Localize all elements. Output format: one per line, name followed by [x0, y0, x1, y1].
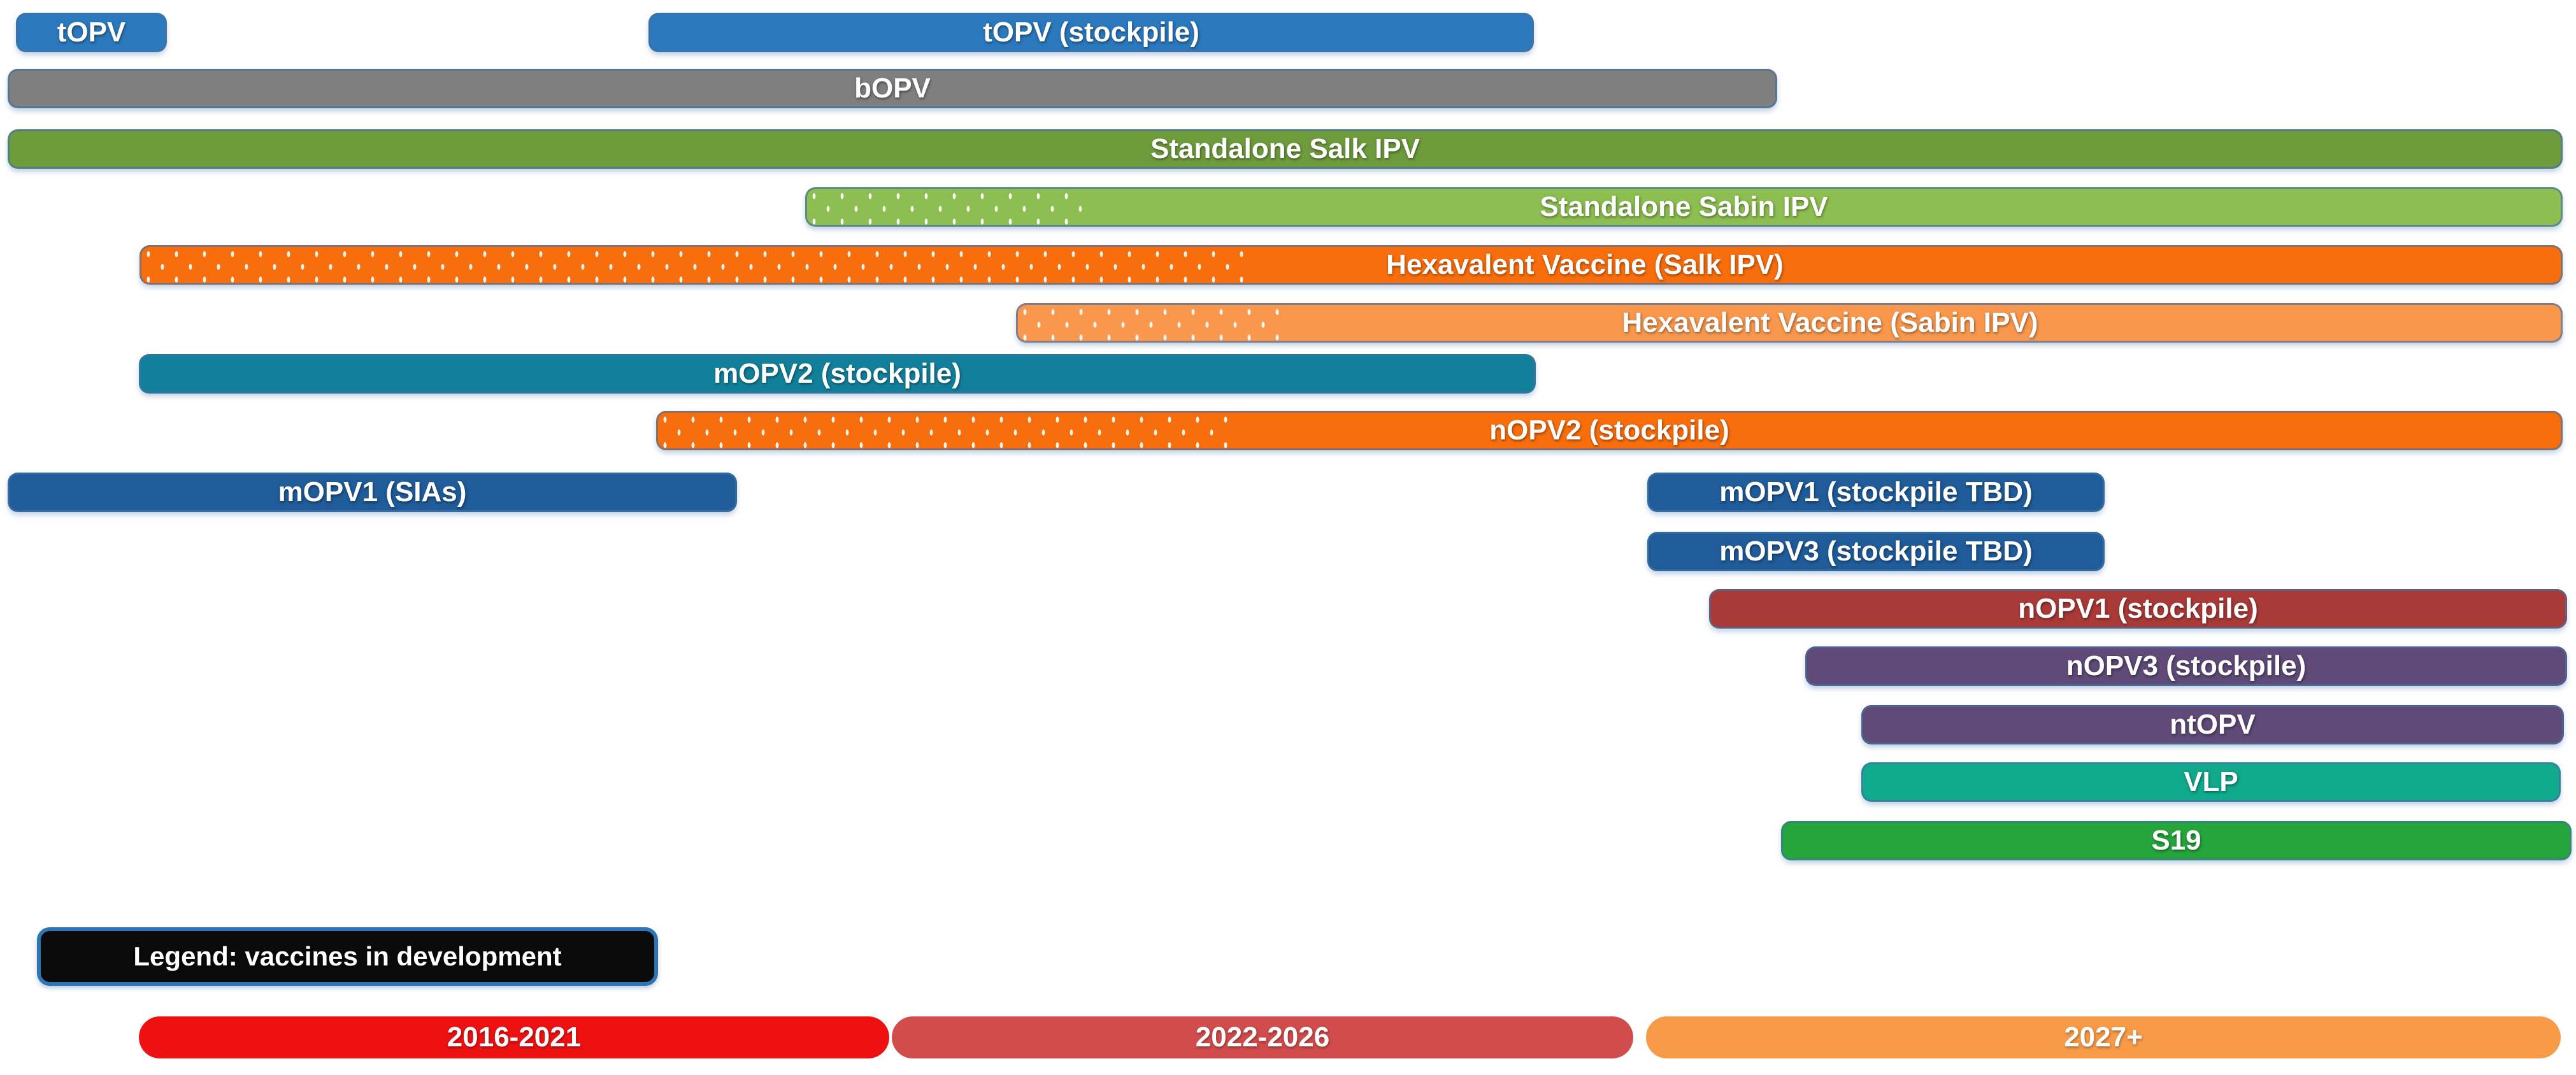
axis-period-label: 2022-2026 — [1195, 1022, 1330, 1053]
bar-label: mOPV2 (stockpile) — [713, 358, 961, 389]
timeline-bar-ntopv: ntOPV — [1861, 705, 2564, 744]
bar-label: nOPV2 (stockpile) — [1489, 415, 1729, 446]
timeline-bar-topv: tOPV — [16, 13, 167, 52]
timeline-bar-mopv1-stockpile: mOPV1 (stockpile TBD) — [1647, 473, 2105, 512]
timeline-bar-sabin-ipv: Standalone Sabin IPV — [805, 187, 2563, 227]
bar-label: Hexavalent Vaccine (Salk IPV) — [1386, 249, 1784, 280]
timeline-bar-hexavalent-sabin: Hexavalent Vaccine (Sabin IPV) — [1016, 303, 2563, 343]
timeline-bar-mopv1-sias: mOPV1 (SIAs) — [8, 473, 737, 512]
bar-label: tOPV (stockpile) — [983, 17, 1199, 48]
axis-period-2027-plus: 2027+ — [1646, 1016, 2561, 1058]
timeline-bar-nopv1-stockpile: nOPV1 (stockpile) — [1709, 589, 2567, 629]
bar-label: Standalone Salk IPV — [1150, 133, 1420, 164]
bar-label: mOPV1 (SIAs) — [278, 476, 467, 508]
bar-label: bOPV — [854, 73, 931, 104]
timeline-bar-s19: S19 — [1781, 821, 2572, 860]
bar-label: mOPV3 (stockpile TBD) — [1719, 536, 2033, 567]
bar-label: Standalone Sabin IPV — [1540, 191, 1828, 222]
timeline-bar-bopv: bOPV — [8, 69, 1777, 108]
axis-period-2022-2026: 2022-2026 — [892, 1016, 1633, 1058]
in-development-segment — [807, 189, 1089, 225]
axis-period-label: 2027+ — [2064, 1022, 2143, 1053]
timeline-bar-nopv3-stockpile: nOPV3 (stockpile) — [1805, 646, 2567, 686]
bar-label: mOPV1 (stockpile TBD) — [1719, 476, 2033, 508]
timeline-bar-mopv2-stockpile: mOPV2 (stockpile) — [139, 354, 1536, 394]
axis-period-label: 2016-2021 — [447, 1022, 582, 1053]
legend-box: Legend: vaccines in development — [37, 927, 658, 986]
in-development-segment — [1018, 305, 1286, 341]
timeline-bar-mopv3-stockpile: mOPV3 (stockpile TBD) — [1647, 532, 2105, 571]
timeline-bar-salk-ipv: Standalone Salk IPV — [8, 129, 2563, 169]
timeline-bar-hexavalent-salk: Hexavalent Vaccine (Salk IPV) — [140, 245, 2563, 285]
in-development-segment — [658, 413, 1229, 448]
bar-label: ntOPV — [2170, 709, 2256, 740]
timeline-bar-nopv2-stockpile: nOPV2 (stockpile) — [656, 411, 2563, 450]
timeline-bar-vlp: VLP — [1861, 762, 2561, 802]
axis-period-2016-2021: 2016-2021 — [139, 1016, 889, 1058]
in-development-segment — [141, 247, 1252, 283]
bar-label: Hexavalent Vaccine (Sabin IPV) — [1622, 307, 2038, 338]
bar-label: nOPV3 (stockpile) — [2066, 650, 2307, 681]
legend-label: Legend: vaccines in development — [133, 941, 562, 971]
bar-label: VLP — [2184, 766, 2238, 797]
timeline-bar-topv-stockpile: tOPV (stockpile) — [648, 13, 1534, 52]
bar-label: S19 — [2151, 825, 2201, 856]
bar-label: tOPV — [57, 17, 126, 48]
bar-label: nOPV1 (stockpile) — [2018, 593, 2258, 624]
